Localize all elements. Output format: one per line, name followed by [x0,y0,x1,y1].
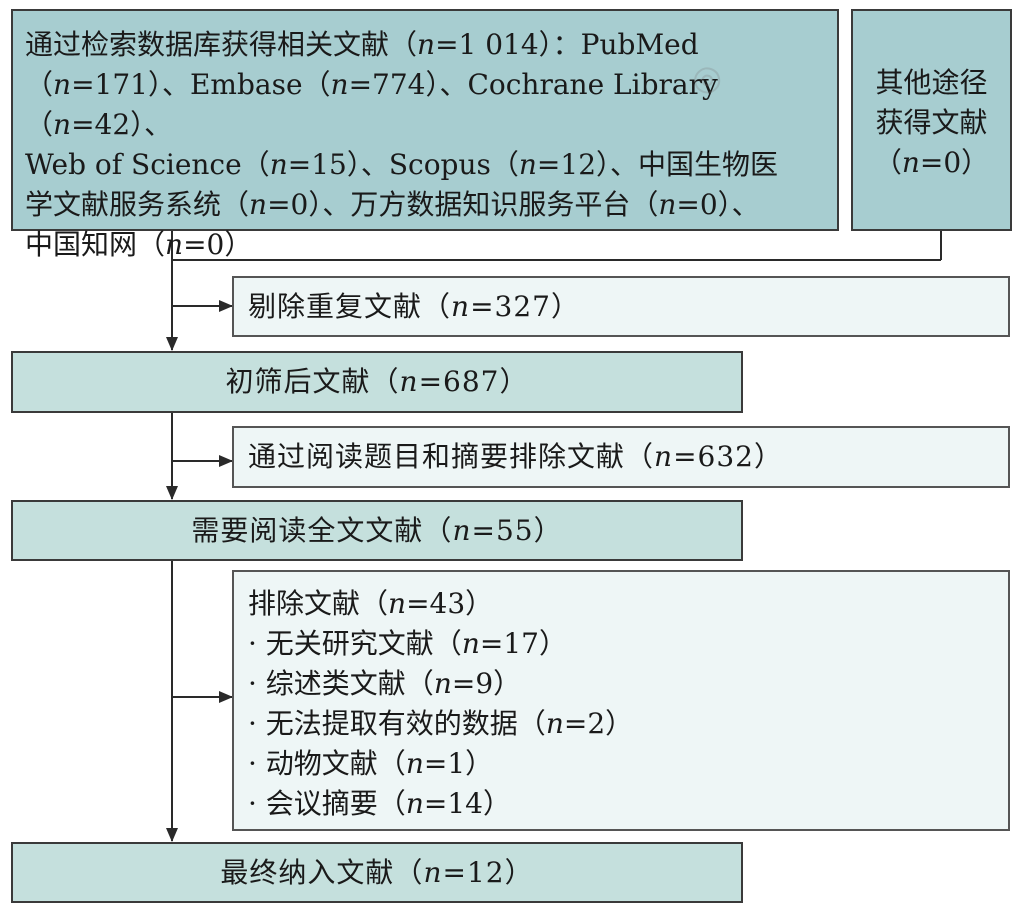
title-abstract-excluded-text: 通过阅读题目和摘要排除文献（n=632） [248,440,783,473]
duplicates-removed-text: 剔除重复文献（n=327） [248,289,580,323]
other-line-1: 其他途径 [875,66,988,99]
fulltext-text: 需要阅读全文文献（n=55） [191,513,563,547]
database-line-2: （n=171）、Embase（n=774）、Cochrane Library（n… [25,68,718,141]
database-search-box: 通过检索数据库获得相关文献（n=1 014）：PubMed （n=171）、Em… [11,9,839,261]
fulltext-excluded-box: 排除文献（n=43） · 无关研究文献（n=17） · 综述类文献（n=9） ·… [232,570,1010,831]
excluded-item-unrelated: · 无关研究文献（n=17） [248,627,567,660]
included-box: 最终纳入文献（n=12） [11,842,743,903]
included-text: 最终纳入文献（n=12） [220,855,534,889]
database-line-1: 通过检索数据库获得相关文献（n=1 014）：PubMed [25,28,699,61]
excluded-item-no-data: · 无法提取有效的数据（n=2） [248,707,634,740]
fulltext-box: 需要阅读全文文献（n=55） [11,500,743,561]
excluded-item-animal: · 动物文献（n=1） [248,747,494,780]
screened-box: 初筛后文献（n=687） [11,351,743,413]
database-line-3: Web of Science（n=15）、Scopus（n=12）、中国生物医 [25,148,779,181]
database-line-4: 学文献服务系统（n=0）、万方数据知识服务平台（n=0）、 [25,188,760,221]
other-line-3: （n=0） [873,146,990,179]
duplicates-removed-box: 剔除重复文献（n=327） [232,276,1010,337]
database-search-text: 通过检索数据库获得相关文献（n=1 014）：PubMed （n=171）、Em… [25,25,827,265]
excluded-item-review: · 综述类文献（n=9） [248,667,522,700]
excluded-title: 排除文献（n=43） [248,587,494,620]
watermark: ◎ [689,55,729,101]
database-line-5: 中国知网（n=0） [25,228,253,261]
title-abstract-excluded-box: 通过阅读题目和摘要排除文献（n=632） [232,426,1010,488]
other-sources-box: 其他途径 获得文献 （n=0） [851,9,1012,231]
screened-text: 初筛后文献（n=687） [225,365,529,398]
excluded-item-conference: · 会议摘要（n=14） [248,787,511,820]
other-line-2: 获得文献 [875,106,988,139]
